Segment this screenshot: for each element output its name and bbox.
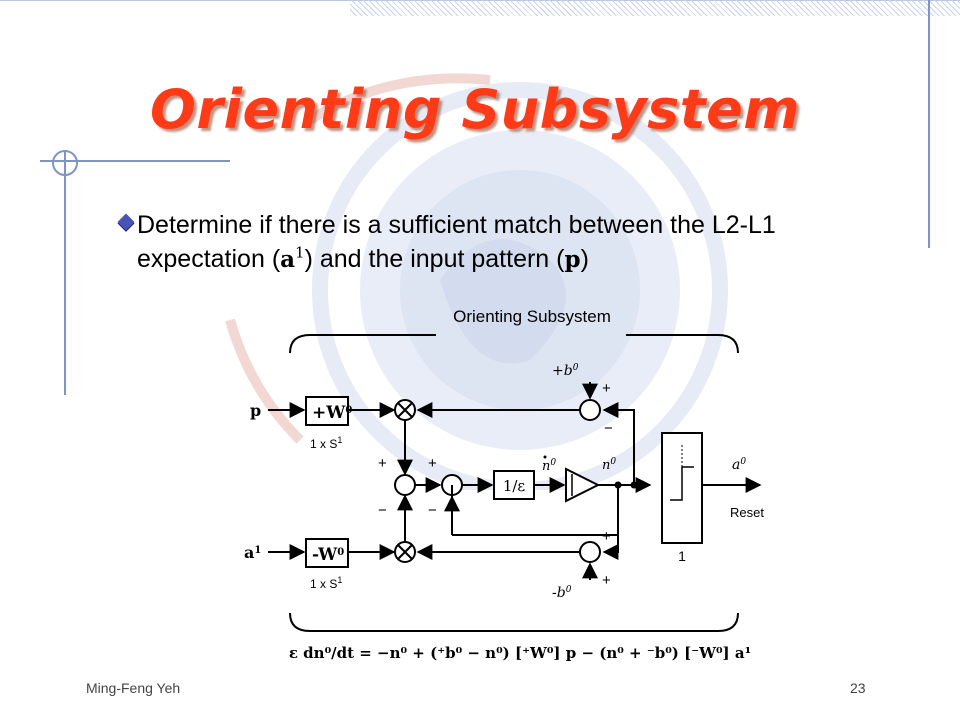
dim-bottom-text: 1 x S <box>310 577 337 591</box>
sign-minus: − <box>378 502 387 519</box>
gain-label: 1/ε <box>503 477 526 495</box>
footer-author: Ming-Feng Yeh <box>86 680 181 696</box>
superscript-1: 1 <box>295 243 305 262</box>
sign-plus: + <box>602 528 611 545</box>
n-dot-sup: 0 <box>550 458 556 468</box>
dim-bottom-sup: 1 <box>337 575 342 585</box>
sign-plus: + <box>602 572 611 589</box>
weight-box-top <box>305 396 349 426</box>
bias-summer-bottom <box>579 541 601 563</box>
feedback-bottom <box>602 485 619 560</box>
n-dot-label: n0 <box>542 458 556 474</box>
diagram-title: Orienting Subsystem <box>453 307 611 326</box>
dim-top-sup: 1 <box>337 435 342 445</box>
n-label: n0 <box>602 457 616 473</box>
bullet-text-part: ) and the input pattern ( <box>304 245 565 273</box>
sign-minus: − <box>428 502 437 519</box>
top-brace <box>289 334 739 354</box>
bias-summer-top <box>579 399 601 421</box>
feedback-top <box>602 402 635 485</box>
bias-top-label: +b0 <box>552 363 579 379</box>
symbol-a: a <box>280 246 296 273</box>
dim-top-text: 1 x S <box>310 437 337 451</box>
bias-top-text: +b <box>552 363 573 379</box>
bias-bottom-sup: 0 <box>566 585 572 595</box>
decorative-line <box>928 0 930 248</box>
diagram-equation: ε dn⁰/dt = −n⁰ + (⁺b⁰ − n⁰) [⁺W⁰] p − (n… <box>289 644 751 662</box>
footer-page-number: 23 <box>850 680 866 696</box>
n-sup: 0 <box>610 457 616 467</box>
weight-bottom-sup: 0 <box>337 547 344 558</box>
output-sup: 0 <box>740 457 746 467</box>
university-seal-watermark <box>225 73 728 490</box>
decorative-line <box>40 160 230 162</box>
output-label: a0 <box>732 457 746 473</box>
n-dot-marker <box>543 455 547 459</box>
input-a-label: a1 <box>244 543 261 562</box>
weight-bottom-text: -W <box>312 545 338 565</box>
bias-bottom-label: -b0 <box>552 585 572 601</box>
bias-top-sup: 0 <box>573 363 579 373</box>
multiplier-bottom-cross <box>397 544 413 560</box>
sign-minus: − <box>604 420 613 437</box>
sign-plus: + <box>602 380 611 397</box>
integrator-triangle <box>565 467 601 503</box>
dim-label-bottom: 1 x S1 <box>310 575 342 591</box>
reset-label: Reset <box>730 505 764 520</box>
sign-plus: + <box>428 455 437 472</box>
orienting-subsystem-diagram: Orienting Subsystem p +W0 1 x S1 a1 -W0 … <box>244 307 764 662</box>
threshold-label: 1 <box>678 548 686 564</box>
summer-junction-1 <box>394 474 416 496</box>
bullet-text-part: ) <box>580 245 589 273</box>
decorative-line <box>64 150 66 395</box>
input-p-label: p <box>250 401 261 420</box>
weight-bottom-label: -W0 <box>312 545 344 565</box>
bullet-text-part: Determine if there is a sufficient match… <box>137 211 776 273</box>
symbol-p: p <box>564 246 581 273</box>
slide-title: Orienting Subsystem <box>150 78 801 141</box>
sign-plus: + <box>378 455 387 472</box>
input-a-text: a <box>244 543 254 562</box>
bottom-brace <box>289 612 739 632</box>
hardlim-curve <box>670 466 694 501</box>
diamond-bullet-icon <box>117 213 135 231</box>
bias-bottom-text: -b <box>552 585 566 601</box>
input-a-sup: 1 <box>254 545 261 556</box>
weight-top-text: +W <box>312 403 346 423</box>
header-hatch-decoration <box>350 0 960 16</box>
n-text: n <box>602 458 610 473</box>
dim-label-top: 1 x S1 <box>310 435 342 451</box>
multiplier-top-cross <box>397 402 413 418</box>
output-text: a <box>732 457 740 473</box>
n-dot-text: n <box>542 459 550 474</box>
bullet-text: Determine if there is a sufficient match… <box>137 208 877 277</box>
decorative-circle <box>52 150 78 176</box>
